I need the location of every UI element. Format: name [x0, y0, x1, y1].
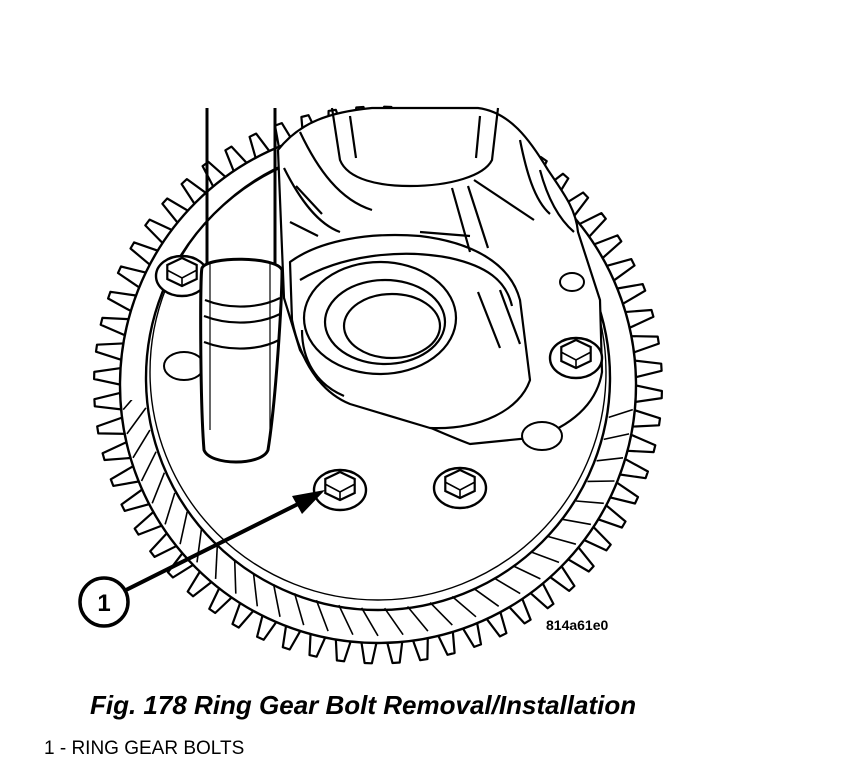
- helical-tooth-face: [451, 595, 477, 618]
- helical-tooth-face: [513, 565, 541, 580]
- helical-tooth-face: [493, 577, 521, 595]
- callout-leader-arrow: [125, 490, 325, 592]
- helical-tooth-face: [562, 518, 592, 526]
- helical-tooth-face: [603, 433, 630, 441]
- ring-gear-illustration: 1 814a61e0: [78, 105, 663, 665]
- helical-tooth-face: [214, 545, 219, 579]
- helical-tooth-face: [140, 451, 157, 482]
- helical-tooth-face: [429, 602, 453, 626]
- ring-gear-bolt: [312, 468, 368, 512]
- helical-tooth-face: [126, 407, 147, 435]
- helical-tooth-face: [132, 429, 151, 459]
- helical-tooth-face: [473, 587, 500, 607]
- helical-tooth-face: [252, 573, 259, 607]
- helical-tooth-face: [360, 607, 379, 637]
- callout-marker: 1: [78, 576, 130, 628]
- helical-tooth-face: [122, 400, 133, 411]
- figure-code: 814a61e0: [546, 617, 609, 633]
- ring-gear-bolt: [548, 336, 604, 380]
- helical-tooth-face: [531, 551, 560, 564]
- bolt-holes: [163, 272, 585, 451]
- helical-tooth-face: [383, 607, 404, 636]
- helical-tooth-face: [179, 511, 188, 545]
- legend: 1 - RING GEAR BOLTS: [44, 738, 244, 760]
- ring-gear-bolts: [154, 254, 604, 512]
- helical-tooth-face: [272, 584, 281, 617]
- helical-tooth-face: [596, 457, 624, 462]
- helical-tooth-face: [608, 408, 634, 419]
- helical-tooth-face: [151, 472, 166, 504]
- helical-tooth-face: [233, 560, 237, 594]
- helical-tooth-face: [315, 599, 329, 632]
- helical-tooth-face: [164, 492, 176, 525]
- helical-tooth-face: [547, 535, 577, 545]
- socket-extension-tool: [199, 108, 284, 464]
- helical-tooth-face: [293, 593, 305, 626]
- ring-gear-bolt: [432, 466, 488, 510]
- helical-tooth-face: [406, 605, 429, 632]
- callout-number: 1: [97, 590, 110, 617]
- helical-tooth-face: [338, 604, 354, 636]
- figure-caption: Fig. 178 Ring Gear Bolt Removal/Installa…: [90, 690, 637, 720]
- legend-item: 1 - RING GEAR BOLTS: [44, 738, 245, 759]
- helical-tooth-face: [196, 529, 203, 563]
- helical-tooth-face: [576, 500, 604, 505]
- differential-case: [276, 106, 604, 446]
